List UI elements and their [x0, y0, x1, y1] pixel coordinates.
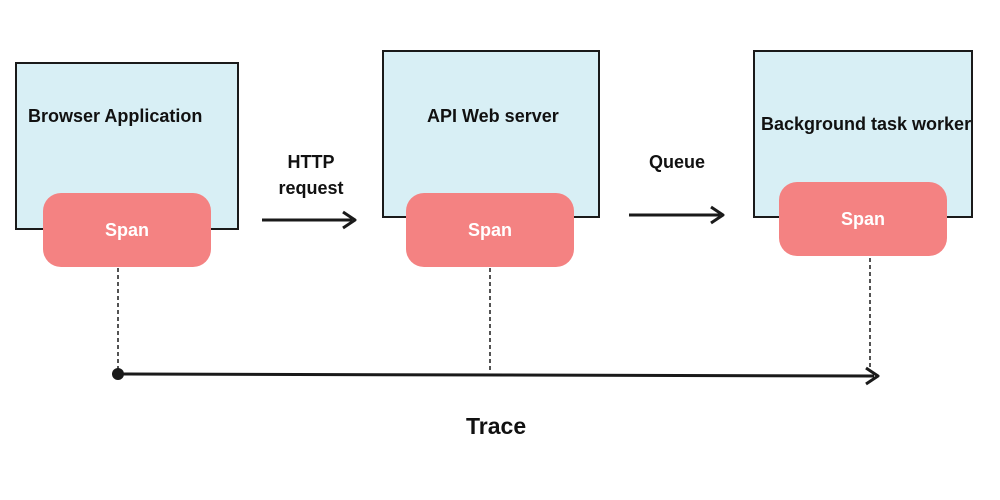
api-web-server-box	[382, 50, 600, 218]
queue-arrow	[629, 205, 725, 225]
api-span-label: Span	[467, 219, 512, 240]
api-web-server-label: API Web server	[427, 106, 559, 126]
http-label-line1: HTTP	[287, 152, 335, 172]
trace-label: Trace	[466, 413, 527, 439]
api-span: Span	[406, 193, 574, 267]
http-request-arrow	[262, 210, 357, 230]
browser-span-label: Span	[104, 219, 149, 240]
browser-application-label: Browser Application	[28, 106, 203, 126]
trace-timeline-arrow	[112, 366, 880, 386]
queue-label: Queue	[648, 152, 705, 172]
browser-span: Span	[43, 193, 211, 267]
http-request-label: HTTP request	[266, 149, 356, 201]
worker-span: Span	[779, 182, 947, 256]
http-label-line2: request	[278, 178, 344, 198]
worker-span-label: Span	[840, 208, 885, 229]
background-task-worker-label: Background task worker	[761, 114, 972, 134]
